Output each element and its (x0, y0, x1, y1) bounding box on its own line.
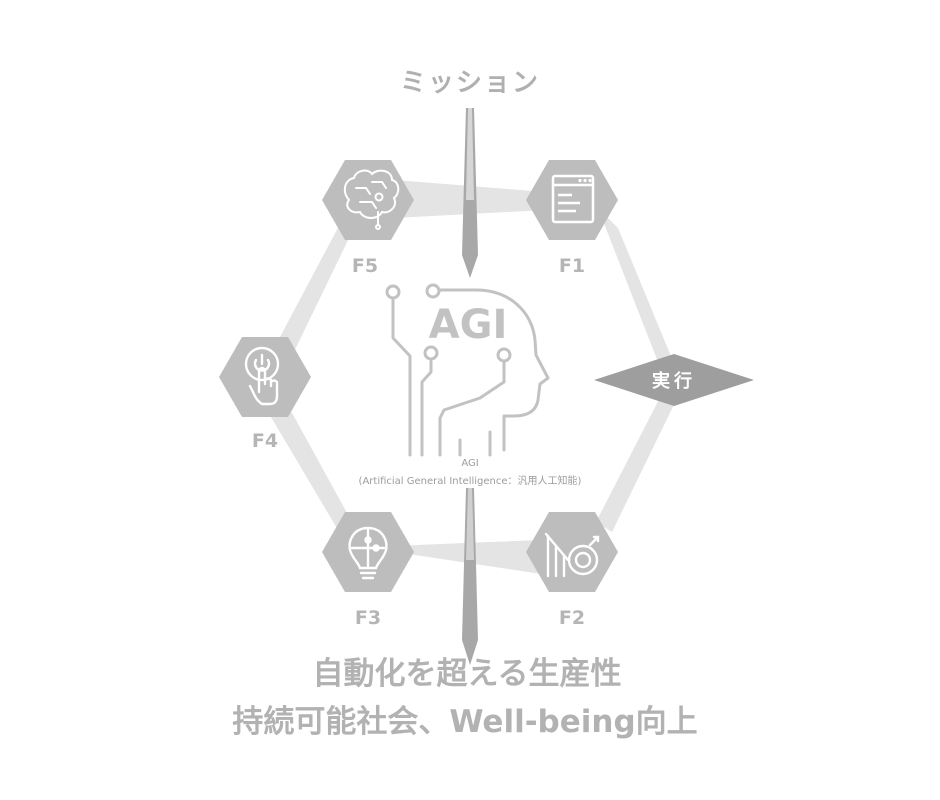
node-f3: F3 (322, 512, 414, 629)
lightbulb-puzzle-icon (348, 526, 388, 580)
agi-caption-full: (Artificial General Intelligence：汎用人工知能) (359, 474, 582, 487)
connector-f1-execution (598, 208, 680, 380)
mission-title: ミッション (400, 68, 540, 98)
node-label-f1: F1 (559, 255, 585, 277)
hexagon-f5 (322, 160, 414, 240)
connector-bands (268, 180, 684, 575)
connector-f4-f5 (272, 224, 352, 360)
hand-touch-power-icon (244, 346, 280, 406)
agi-logo-text: AGI (429, 302, 508, 348)
node-label-f2: F2 (559, 607, 585, 629)
execution-diamond: 実行 (594, 354, 754, 406)
node-f1: F1 (526, 160, 618, 277)
browser-window-icon (551, 174, 595, 224)
goal-line-2: 持続可能社会、Well-being向上 (232, 704, 697, 740)
node-f4: F4 (219, 337, 311, 452)
goal-line-1: 自動化を超える生産性 (312, 656, 621, 692)
execution-label: 実行 (652, 370, 696, 392)
node-label-f4: F4 (252, 430, 278, 452)
node-f2: F2 (526, 512, 618, 629)
chart-target-icon (544, 532, 600, 578)
agi-caption-short: AGI (461, 458, 478, 469)
circuit-brain-icon (343, 169, 400, 230)
agi-head-icon (385, 283, 550, 457)
connector-execution-f2 (596, 382, 684, 532)
node-label-f3: F3 (355, 607, 381, 629)
hexagon-f1 (526, 160, 618, 240)
node-f5: F5 (322, 160, 414, 277)
node-label-f5: F5 (352, 255, 378, 277)
goal-arrow-down (462, 488, 478, 665)
connector-f3-f4 (268, 402, 352, 530)
